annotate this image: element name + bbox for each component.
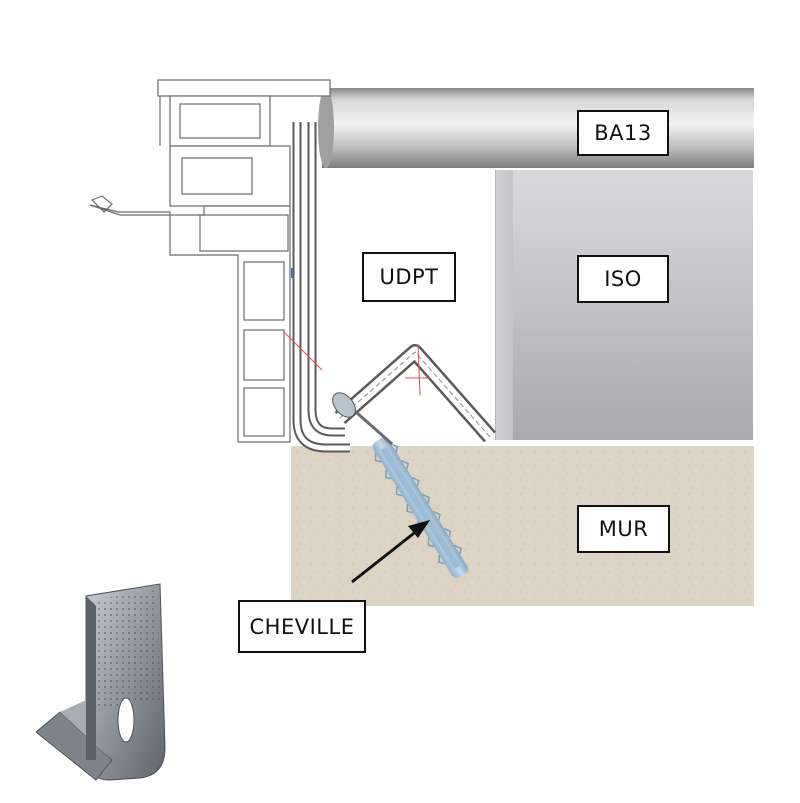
pointer-arrow (351, 520, 430, 584)
label-ba13: BA13 (577, 110, 669, 156)
wall-mur (291, 446, 754, 606)
window-frame-profile (89, 79, 331, 443)
label-cheville: CHEVILLE (238, 600, 366, 653)
insulation-iso (495, 170, 753, 440)
label-mur: MUR (577, 505, 670, 553)
label-iso: ISO (577, 255, 669, 303)
label-udpt: UDPT (362, 252, 456, 302)
bracket-udpt (283, 122, 496, 453)
wall-anchor-cheville (332, 392, 469, 579)
metal-bracket-photo (35, 583, 166, 781)
plasterboard-ba13 (318, 88, 754, 168)
